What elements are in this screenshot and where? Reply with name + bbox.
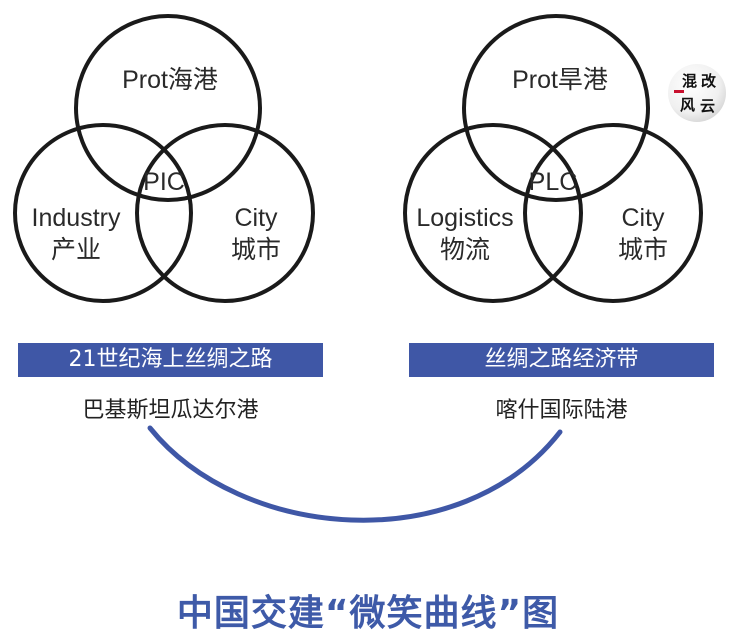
left-top-label: Prot海港 <box>122 66 218 94</box>
seal-char-1: 混 <box>682 72 698 90</box>
main-title: 中国交建“微笑曲线”图 <box>176 593 560 634</box>
smile-curve <box>147 425 563 523</box>
left-right-circle <box>135 123 315 303</box>
right-left-label-cn: 物流 <box>440 236 490 264</box>
left-subtitle: 巴基斯坦瓜达尔港 <box>82 398 259 423</box>
right-left-circle <box>403 123 583 303</box>
right-venn <box>403 14 703 303</box>
left-band: 21世纪海上丝绸之路 <box>18 343 323 377</box>
right-top-label: Prot旱港 <box>512 66 608 94</box>
seal-logo: 混 改 风 云 <box>668 64 726 122</box>
right-center-label: PLC <box>529 168 578 196</box>
seal-char-4: 云 <box>700 97 716 115</box>
left-left-label-en: Industry <box>32 204 121 232</box>
seal-char-3: 风 <box>680 96 696 114</box>
left-right-label-en: City <box>234 204 278 232</box>
left-left-label-cn: 产业 <box>51 236 101 264</box>
right-band: 丝绸之路经济带 <box>409 343 714 377</box>
left-center-label: PIC <box>143 168 185 196</box>
right-subtitle: 喀什国际陆港 <box>495 398 628 423</box>
left-top-circle <box>74 14 262 202</box>
left-left-circle <box>13 123 193 303</box>
right-right-label-en: City <box>621 204 665 232</box>
right-right-circle <box>523 123 703 303</box>
right-right-label-cn: 城市 <box>618 236 668 264</box>
left-right-label-cn: 城市 <box>231 236 281 264</box>
seal-red-mark <box>674 90 684 93</box>
seal-char-2: 改 <box>701 72 717 90</box>
right-top-circle <box>462 14 650 202</box>
left-venn <box>13 14 315 303</box>
right-left-label-en: Logistics <box>416 204 513 232</box>
